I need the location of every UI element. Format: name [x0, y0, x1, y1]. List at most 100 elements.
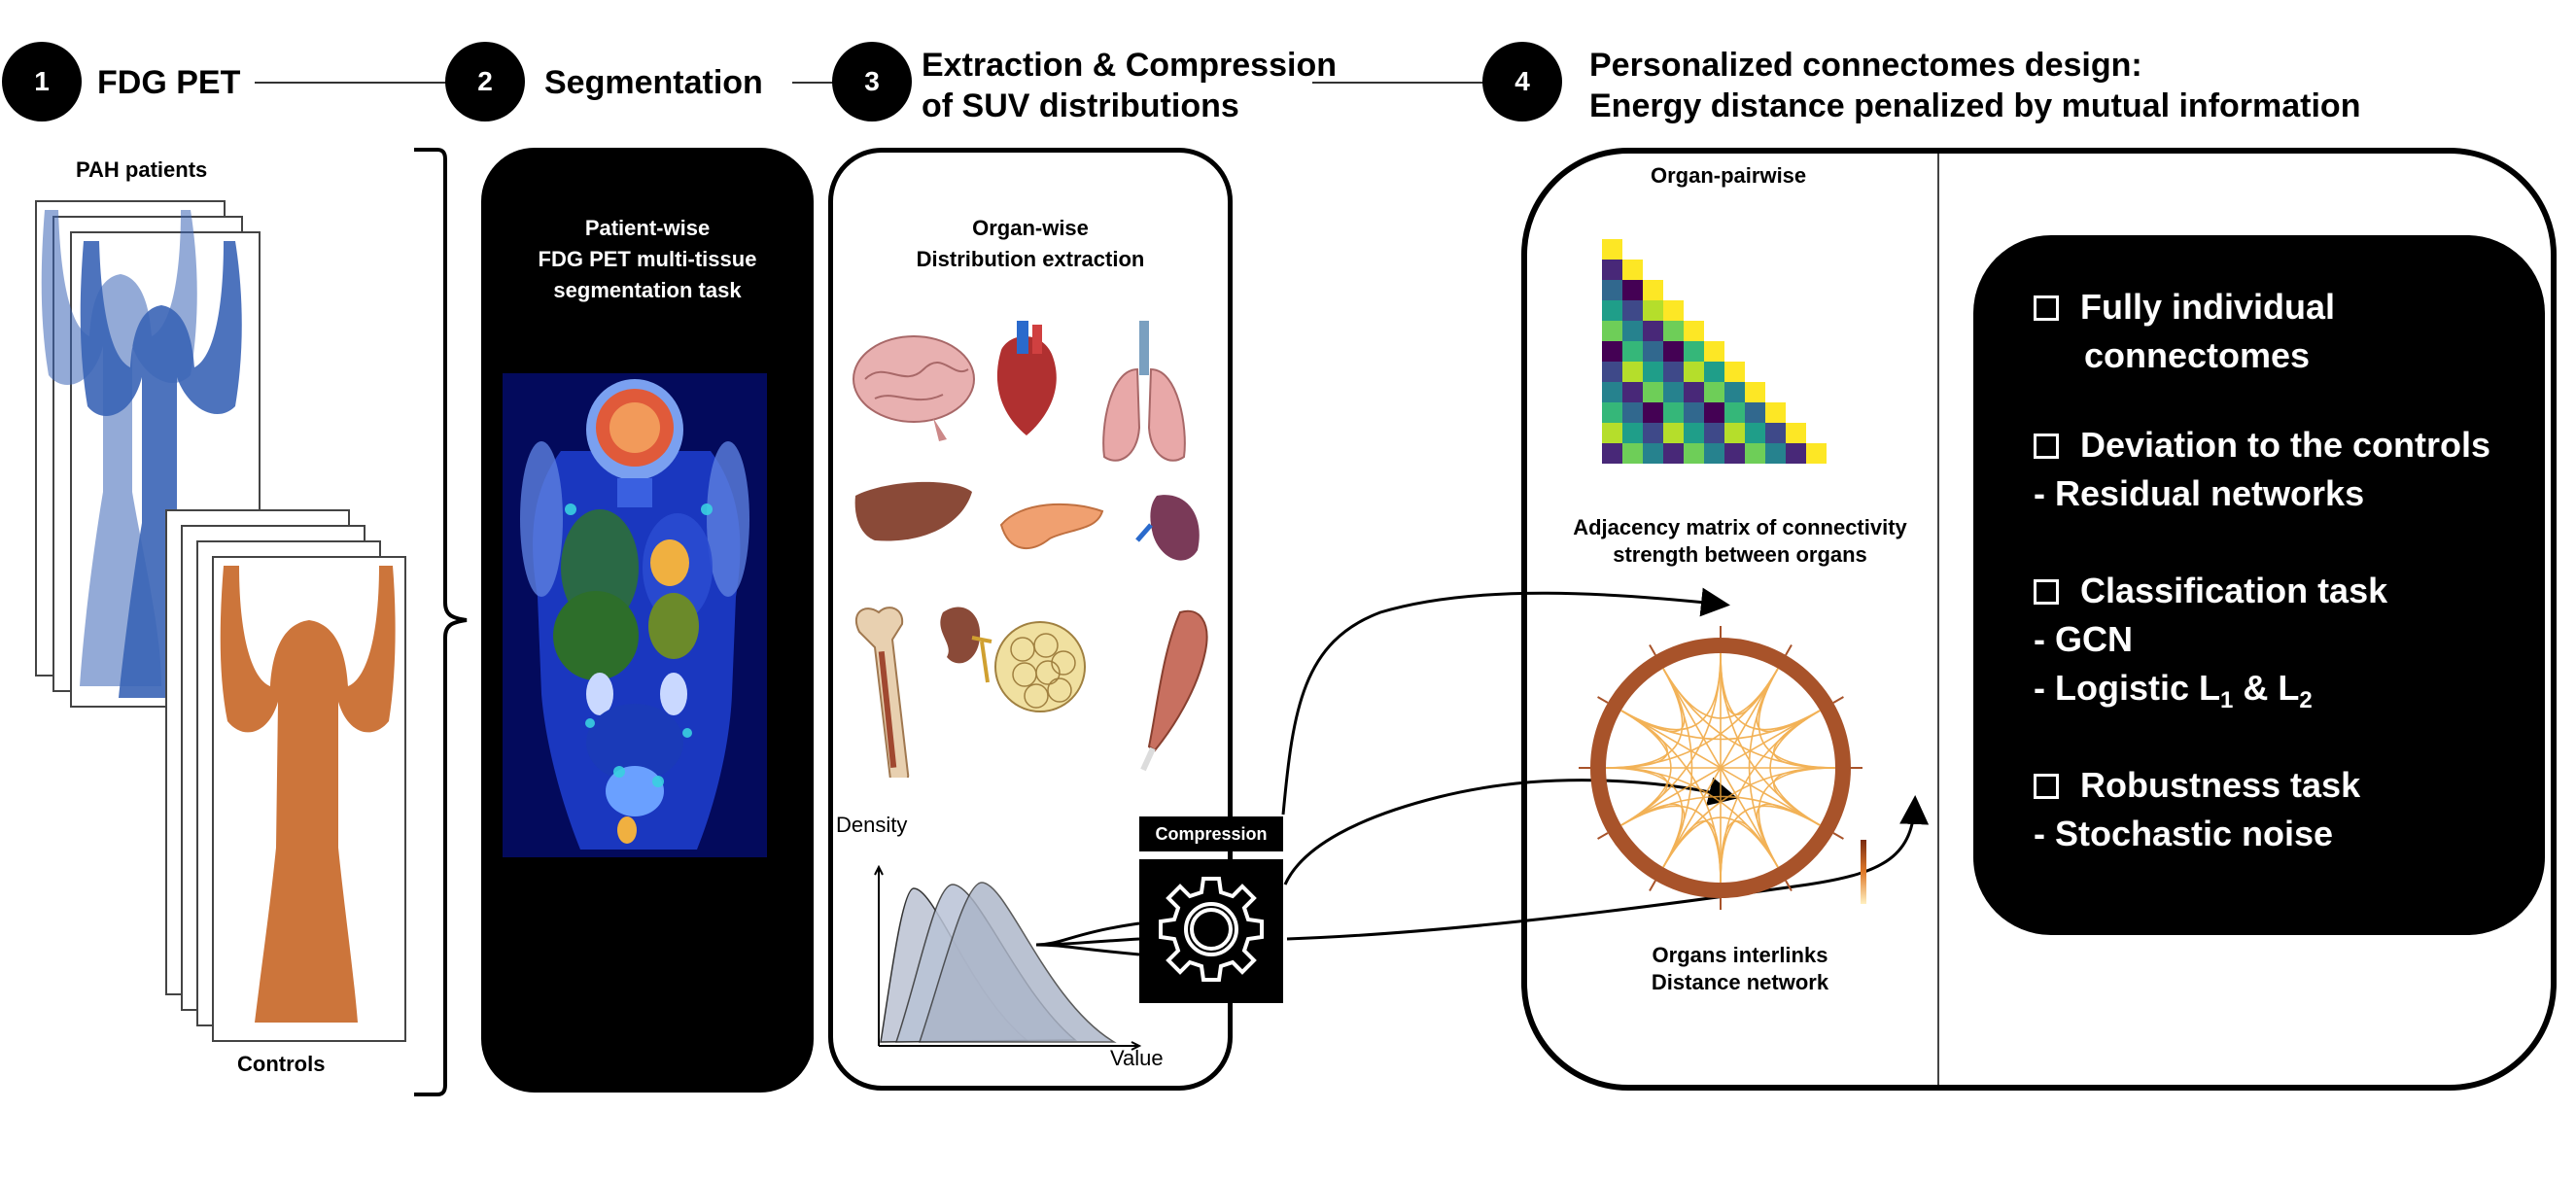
matrix-cell [1643, 402, 1663, 423]
network-node-tick [1649, 880, 1656, 891]
matrix-cell [1704, 443, 1724, 464]
matrix-cell [1684, 321, 1704, 341]
matrix-cell [1786, 443, 1806, 464]
segmentation-panel: Patient-wise FDG PET multi-tissue segmen… [481, 148, 814, 1093]
matrix-cell [1602, 402, 1622, 423]
network-colorbar [1861, 840, 1866, 904]
segmentation-caption-line1: Patient-wise [584, 216, 711, 240]
matrix-cell [1663, 402, 1684, 423]
matrix-cell [1622, 382, 1643, 402]
extraction-panel [828, 148, 1233, 1091]
matrix-cell [1602, 341, 1622, 362]
matrix-cell [1602, 321, 1622, 341]
matrix-cell [1622, 362, 1643, 382]
matrix-cell [1765, 423, 1786, 443]
matrix-cell [1622, 260, 1643, 280]
matrix-cell [1745, 443, 1765, 464]
network-link [1662, 668, 1836, 769]
density-axis-label: Density [836, 813, 908, 837]
matrix-cell [1602, 300, 1622, 321]
network-node-tick [1832, 696, 1844, 704]
step-2-badge: 2 [445, 42, 525, 121]
gear-icon [1159, 877, 1264, 982]
network-link [1620, 668, 1686, 733]
matrix-cell [1724, 443, 1745, 464]
kidney-icon [940, 607, 992, 683]
matrix-cell [1663, 382, 1684, 402]
fat-icon [994, 621, 1086, 712]
matrix-cell [1602, 382, 1622, 402]
segmentation-caption-line2: FDG PET multi-tissue [538, 247, 757, 271]
network-caption-line2: Distance network [1651, 970, 1829, 994]
matrix-cell [1704, 362, 1724, 382]
step-1-badge: 1 [2, 42, 82, 121]
task-list-box: Fully individual connectomes Deviation t… [1973, 235, 2545, 935]
matrix-cell [1724, 362, 1745, 382]
matrix-cell [1643, 443, 1663, 464]
liver-icon [854, 481, 972, 541]
network-node-tick [1597, 696, 1609, 704]
connector-1-2 [255, 82, 449, 84]
matrix-cell [1622, 443, 1643, 464]
matrix-caption-line1: Adjacency matrix of connectivity [1573, 515, 1907, 539]
matrix-cell [1684, 402, 1704, 423]
matrix-cell [1724, 382, 1745, 402]
matrix-cell [1704, 382, 1724, 402]
grouping-brace [414, 148, 468, 1096]
matrix-cell [1643, 423, 1663, 443]
task-item-3-line3: - Logistic L1 & L2 [2034, 668, 2313, 714]
value-axis-label: Value [1110, 1046, 1164, 1070]
step-3-title-line2: of SUV distributions [922, 87, 1239, 124]
matrix-cell [1622, 280, 1643, 300]
task-item-1-line1: Fully individual [2034, 284, 2335, 330]
matrix-cell [1622, 402, 1643, 423]
matrix-cell [1643, 300, 1663, 321]
heart-icon [996, 321, 1057, 435]
extraction-caption-line2: Distribution extraction [916, 247, 1145, 271]
matrix-cell [1622, 300, 1643, 321]
matrix-cell [1602, 260, 1622, 280]
checkbox-icon [2034, 579, 2059, 605]
matrix-cell [1602, 239, 1622, 260]
task-item-3-line1: Classification task [2034, 568, 2387, 614]
connector-2-3 [792, 82, 841, 84]
matrix-cell [1622, 321, 1643, 341]
pah-patients-label: PAH patients [76, 157, 208, 182]
matrix-cell [1704, 423, 1724, 443]
network-node-tick [1832, 832, 1844, 840]
organ-pairwise-header: Organ-pairwise [1651, 163, 1807, 188]
matrix-cell [1643, 321, 1663, 341]
network-link [1662, 668, 1779, 868]
matrix-cell [1663, 443, 1684, 464]
matrix-cell [1684, 423, 1704, 443]
matrix-cell [1622, 341, 1643, 362]
network-node-tick [1597, 832, 1609, 840]
spleen-icon [1135, 495, 1200, 561]
matrix-cell [1806, 443, 1827, 464]
matrix-caption-line2: strength between organs [1613, 542, 1867, 567]
connectome-panel [1521, 148, 2557, 1091]
density-plot [874, 865, 1142, 1051]
control-body-silhouette [220, 566, 396, 1023]
step-3-title-line1: Extraction & Compression [922, 47, 1337, 84]
extraction-caption-line1: Organ-wise [972, 216, 1089, 240]
matrix-cell [1765, 402, 1786, 423]
matrix-cell [1663, 341, 1684, 362]
matrix-cell [1622, 423, 1643, 443]
matrix-cell [1704, 341, 1724, 362]
organ-icons [853, 321, 1208, 778]
matrix-cell [1663, 423, 1684, 443]
matrix-cell [1684, 443, 1704, 464]
segmentation-caption-line3: segmentation task [553, 278, 742, 302]
distance-network [1579, 626, 1862, 910]
brain-icon [853, 335, 975, 441]
task-item-4-line1: Robustness task [2034, 762, 2360, 809]
pancreas-icon [999, 503, 1104, 549]
matrix-cell [1724, 423, 1745, 443]
checkbox-icon [2034, 434, 2059, 459]
compression-label: Compression [1139, 816, 1283, 851]
matrix-cell [1643, 362, 1663, 382]
step-4-title-line2: Energy distance penalized by mutual info… [1589, 87, 2361, 124]
controls-label: Controls [237, 1052, 326, 1076]
matrix-cell [1745, 382, 1765, 402]
